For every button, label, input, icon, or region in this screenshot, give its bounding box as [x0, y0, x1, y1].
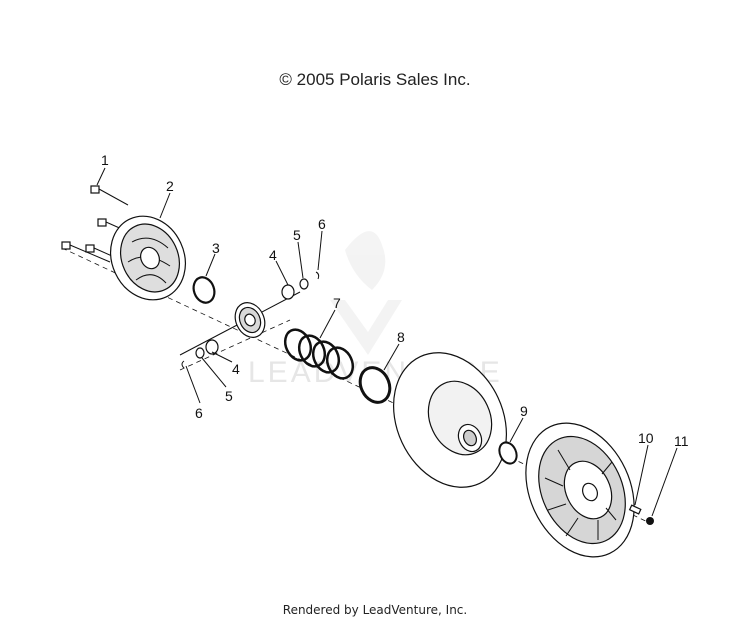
- callout-10: 10: [638, 430, 654, 446]
- snap-ring-part-3[interactable]: [190, 274, 218, 305]
- callout-4-upper: 4: [269, 247, 277, 263]
- bolt: [90, 185, 129, 206]
- callout-1: 1: [101, 152, 109, 168]
- clip-part-6-upper[interactable]: [315, 271, 320, 280]
- moveable-sheave[interactable]: [505, 405, 655, 574]
- bolt-set-part-1[interactable]: [61, 185, 129, 263]
- copyright-text: © 2005 Polaris Sales Inc.: [279, 70, 471, 89]
- callout-5-upper: 5: [293, 227, 301, 243]
- bolt: [85, 244, 113, 257]
- stationary-sheave[interactable]: [372, 334, 527, 506]
- nut-part-11[interactable]: [646, 517, 654, 525]
- bolt: [61, 241, 111, 263]
- shaft-bearing-assembly[interactable]: [179, 291, 301, 356]
- callout-6-upper: 6: [318, 216, 326, 232]
- callout-9: 9: [520, 403, 528, 419]
- leader-lines: [96, 167, 678, 517]
- callout-6-lower: 6: [195, 405, 203, 421]
- washer-part-5-lower[interactable]: [195, 347, 205, 359]
- callout-7: 7: [333, 295, 341, 311]
- washer-part-9[interactable]: [496, 440, 520, 467]
- spacer-part-4-upper[interactable]: [281, 284, 295, 300]
- callout-3: 3: [212, 240, 220, 256]
- ring-part-8[interactable]: [355, 363, 396, 407]
- spacer-part-4-lower[interactable]: [205, 339, 219, 355]
- rendered-by-text: Rendered by LeadVenture, Inc.: [282, 603, 468, 617]
- callout-5-lower: 5: [225, 388, 233, 404]
- callout-4-lower: 4: [232, 361, 240, 377]
- callout-2: 2: [166, 178, 174, 194]
- pin-part-10[interactable]: [628, 504, 642, 515]
- watermark-logo: [330, 231, 402, 355]
- shaft-axis-line: [179, 319, 291, 371]
- clip-part-6-lower[interactable]: [181, 360, 185, 369]
- callout-11: 11: [674, 433, 689, 449]
- helix-cover-part-2[interactable]: [97, 204, 199, 312]
- washer-part-5-upper[interactable]: [299, 278, 309, 290]
- callout-8: 8: [397, 329, 405, 345]
- spring-part-7[interactable]: [280, 325, 357, 382]
